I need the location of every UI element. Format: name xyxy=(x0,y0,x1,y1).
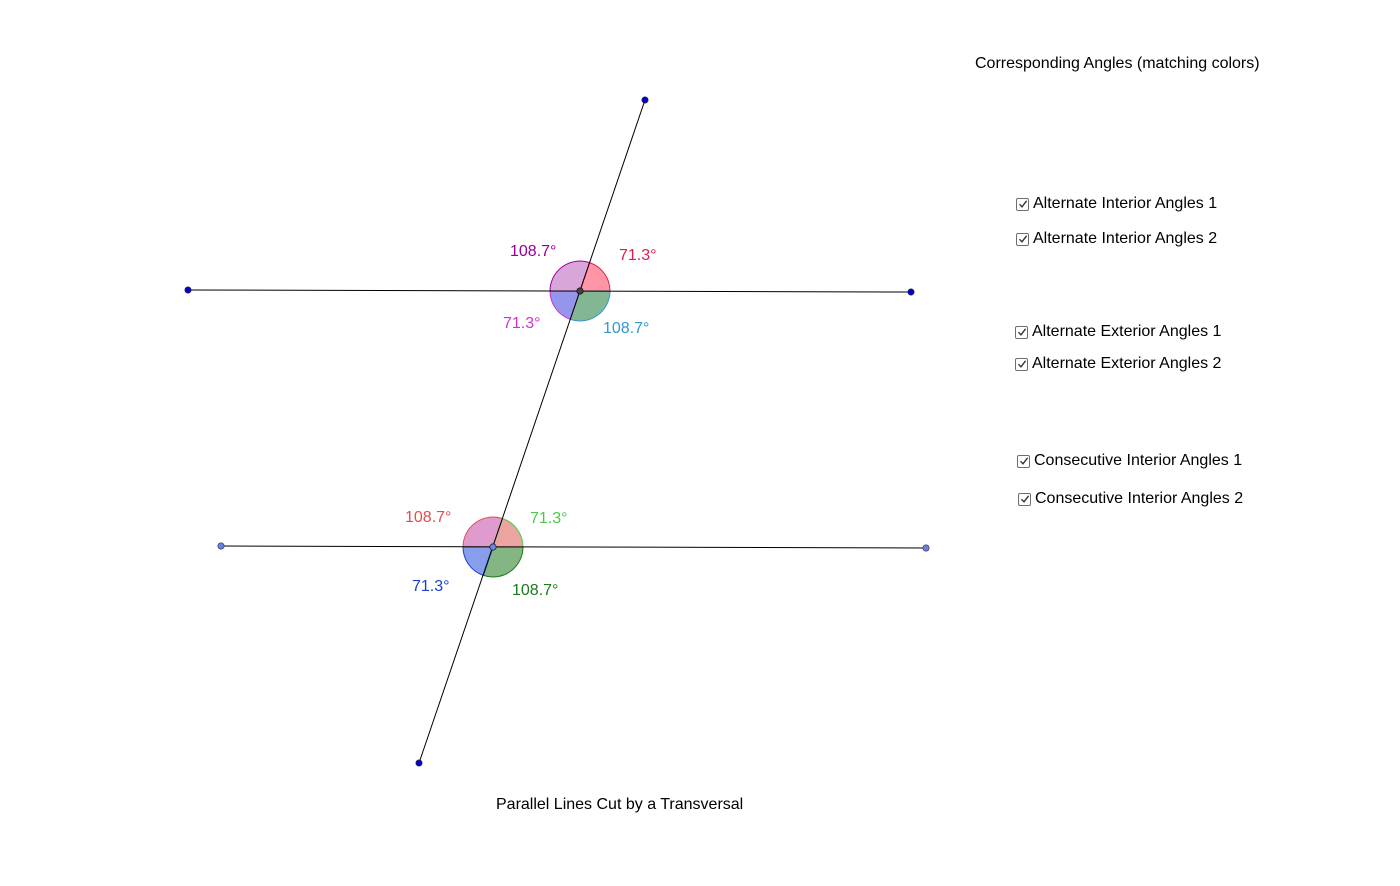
point-bottom-line-right[interactable] xyxy=(922,544,930,552)
angle-label-bottom-upper-left: 108.7° xyxy=(405,509,452,526)
checkbox-checked-icon[interactable] xyxy=(1015,325,1028,339)
top-angle-group xyxy=(549,260,611,322)
angle-label-bottom-lower-right: 108.7° xyxy=(512,582,559,599)
point-bottom-line-left[interactable] xyxy=(217,542,225,550)
checkbox-consecutive-interior-2[interactable]: Consecutive Interior Angles 2 xyxy=(1018,491,1243,507)
checkbox-label: Alternate Interior Angles 1 xyxy=(1033,195,1218,212)
point-transversal-bottom[interactable] xyxy=(415,759,423,767)
parallel-line-bottom[interactable] xyxy=(220,545,927,549)
checkbox-alternate-interior-1[interactable]: Alternate Interior Angles 1 xyxy=(1016,196,1217,212)
transversal-line[interactable] xyxy=(418,99,646,764)
angle-sector-bottom-upper-right xyxy=(492,517,524,548)
checkbox-checked-icon[interactable] xyxy=(1015,357,1028,371)
main-caption: Parallel Lines Cut by a Transversal xyxy=(496,796,744,813)
checkbox-checked-icon[interactable] xyxy=(1016,232,1029,246)
angle-label-bottom-upper-right: 71.3° xyxy=(530,510,568,527)
checkbox-label: Alternate Exterior Angles 2 xyxy=(1032,355,1222,372)
checkbox-alternate-exterior-1[interactable]: Alternate Exterior Angles 1 xyxy=(1015,324,1221,340)
point-top-line-left[interactable] xyxy=(184,286,192,294)
checkbox-checked-icon[interactable] xyxy=(1017,454,1030,468)
angle-label-top-upper-left: 108.7° xyxy=(510,243,557,260)
checkbox-label: Alternate Exterior Angles 1 xyxy=(1032,323,1222,340)
angle-label-bottom-lower-left: 71.3° xyxy=(412,578,450,595)
corresponding-angles-title: Corresponding Angles (matching colors) xyxy=(975,55,1260,72)
intersection-point-top[interactable] xyxy=(576,287,584,295)
checkbox-checked-icon[interactable] xyxy=(1016,197,1029,211)
checkbox-label: Alternate Interior Angles 2 xyxy=(1033,230,1218,247)
parallel-line-top[interactable] xyxy=(187,289,912,293)
angle-sector-top-lower-right xyxy=(569,290,611,322)
angle-sector-bottom-upper-left xyxy=(462,516,504,548)
intersection-point-bottom[interactable] xyxy=(489,543,497,551)
checkbox-checked-icon[interactable] xyxy=(1018,492,1031,506)
angle-label-top-lower-left: 71.3° xyxy=(503,315,541,332)
checkbox-label: Consecutive Interior Angles 1 xyxy=(1034,452,1243,469)
checkbox-alternate-exterior-2[interactable]: Alternate Exterior Angles 2 xyxy=(1015,356,1221,372)
angle-label-top-upper-right: 71.3° xyxy=(619,247,657,264)
angle-label-top-lower-right: 108.7° xyxy=(603,320,650,337)
checkbox-consecutive-interior-1[interactable]: Consecutive Interior Angles 1 xyxy=(1017,453,1242,469)
checkbox-alternate-interior-2[interactable]: Alternate Interior Angles 2 xyxy=(1016,231,1217,247)
angle-sector-top-upper-left xyxy=(549,260,591,292)
angle-sector-bottom-lower-right xyxy=(482,546,524,578)
point-top-line-right[interactable] xyxy=(907,288,915,296)
point-transversal-top[interactable] xyxy=(641,96,649,104)
checkbox-label: Consecutive Interior Angles 2 xyxy=(1035,490,1244,507)
